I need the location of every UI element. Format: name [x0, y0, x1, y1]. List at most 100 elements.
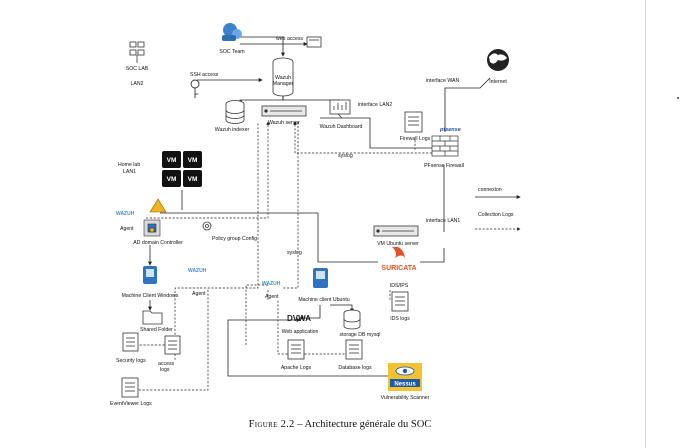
access-logs-label-2: logs — [160, 367, 170, 373]
server-icon — [261, 105, 307, 117]
key-icon — [190, 79, 200, 98]
edge-agent-windows — [200, 122, 259, 289]
vm-label-4: VM — [188, 176, 198, 183]
wazuh-logo-dc: WAZUH — [116, 211, 135, 217]
vm-grid — [162, 151, 202, 187]
caption-dash: – — [297, 419, 303, 430]
edge-pfsense-internet — [444, 77, 491, 132]
web-access-label: web access — [276, 36, 304, 42]
ubuntu-client-icon — [313, 268, 328, 288]
machine-client-windows-label: Machine Client Windows — [122, 293, 179, 299]
nessus-icon — [388, 363, 422, 391]
document-icon — [122, 332, 139, 352]
edge-nessus — [227, 318, 388, 377]
document-icon — [404, 111, 423, 133]
legend-collection-label: Collection Logs — [478, 212, 514, 218]
internet-label: Internet — [489, 79, 507, 85]
home-lab-label-2: LAN1 — [123, 169, 136, 175]
edge-agent-dc — [146, 121, 270, 219]
web-application-label: Web application — [282, 329, 319, 335]
edge-eventviewer — [135, 288, 209, 391]
document-icon — [287, 339, 305, 360]
shared-folder-label: Shared Folder — [140, 327, 173, 333]
soc-team-icon — [222, 23, 242, 41]
suricata-icon — [392, 247, 405, 258]
wazuh-server-label: Wazuh server — [268, 120, 300, 126]
pfsense-logo-text: pfsense — [439, 127, 461, 133]
ad-domain-controller-label: AD domain Controller — [133, 240, 183, 246]
vm-label-2: VM — [188, 157, 198, 164]
ids-logs-label: IDS logs — [390, 316, 410, 322]
soc-team-label: SOC Team — [219, 49, 244, 55]
edge-syslog-fw — [293, 121, 432, 154]
lan2-label: LAN2 — [131, 81, 144, 87]
agent-ubuntu-label: Agent — [265, 294, 279, 300]
wazuh-manager-label-1: Wazuh — [275, 75, 291, 81]
edge-ubuntu-dvwa — [299, 305, 321, 320]
security-logs-label: Security logs — [116, 358, 146, 364]
wazuh-logo-windows: WAZUH — [188, 268, 207, 274]
ssh-access-label: SSH access — [190, 72, 219, 78]
wazuh-manager-label-2: Manager — [273, 81, 294, 87]
firewall-logs-label: Firewall Logs — [400, 136, 431, 142]
soc-lab-label: SOC LAB — [126, 66, 149, 72]
globe-icon — [487, 49, 509, 71]
page-margin-rule — [645, 0, 646, 448]
vm-server-icon — [373, 225, 419, 237]
document-icon — [164, 335, 181, 355]
database-logs-label: Database logs — [338, 365, 372, 371]
folder-icon — [142, 310, 163, 325]
network-icon — [129, 41, 145, 63]
legend-connexion-label: connexion — [478, 187, 502, 193]
database-icon — [225, 100, 245, 124]
dashboard-icon — [329, 99, 351, 119]
vm-label-1: VM — [167, 157, 177, 164]
edge-server-pfsense — [320, 117, 432, 149]
agent-windows-label: Agent — [192, 291, 206, 297]
firewall-icon — [431, 135, 459, 157]
pfsense-firewall-label: PFsense Firewall — [424, 163, 464, 169]
edge-suricata-ids — [420, 248, 445, 263]
home-lab-label-1: Home lab — [118, 162, 140, 168]
interface-lan1-label: interface LAN1 — [426, 218, 460, 224]
syslog-label-mid: syslog — [287, 250, 302, 256]
eventviewer-logs-label: EventViewer Logs — [110, 401, 152, 407]
connections-solid — [148, 36, 521, 377]
wazuh-indexer-label: Wazuh indexer — [215, 127, 250, 133]
policy-group-config-label: Policy group Config — [212, 236, 257, 242]
gear-icon — [202, 221, 212, 231]
windows-client-icon — [143, 266, 157, 284]
edge-socteam-manager — [240, 36, 285, 57]
machine-client-ubuntu-label: Machine client Ubuntu — [298, 297, 349, 303]
caption-title: Architecture générale du SOC — [304, 419, 432, 430]
wazuh-logo-ubuntu: WAZUH — [262, 281, 281, 287]
storage-db-label: storage DB mysql — [340, 332, 381, 338]
interface-wan-label: interface WAN — [426, 78, 460, 84]
apache-logs-label: Apache Logs — [281, 365, 312, 371]
monitor-icon — [306, 36, 322, 48]
access-logs-label-1: access — [158, 361, 175, 367]
vm-ubuntu-server-label: VM Ubuntu server — [377, 241, 419, 247]
database-icon — [343, 309, 361, 330]
wazuh-dashboard-label: Wazuh Dashboard — [320, 124, 363, 130]
dvwa-logo-text: DVWA — [287, 314, 311, 323]
domain-controller-icon — [143, 219, 161, 237]
edge-lan1-bus — [182, 212, 378, 263]
document-icon — [121, 377, 139, 398]
wazuh-manager-icon — [272, 57, 294, 97]
vulnerability-scanner-label: Vulnerability Scanner — [381, 395, 430, 401]
agent-dc-label: Agent — [120, 226, 134, 232]
vm-label-3: VM — [167, 176, 177, 183]
suricata-logo-text: SURICATA — [381, 265, 416, 272]
document-icon — [345, 339, 363, 360]
ids-ips-label: IDS/IPS — [390, 283, 409, 289]
warning-icon — [149, 198, 167, 213]
syslog-label-top: syslog — [338, 153, 353, 159]
figure-caption: Figure 2.2 – Architecture générale du SO… — [0, 419, 680, 430]
edge-apache — [245, 284, 268, 345]
nessus-logo-text: Nessus — [394, 382, 416, 388]
page-dot — [677, 97, 679, 99]
interface-lan2-label: interface LAN2 — [358, 102, 392, 108]
